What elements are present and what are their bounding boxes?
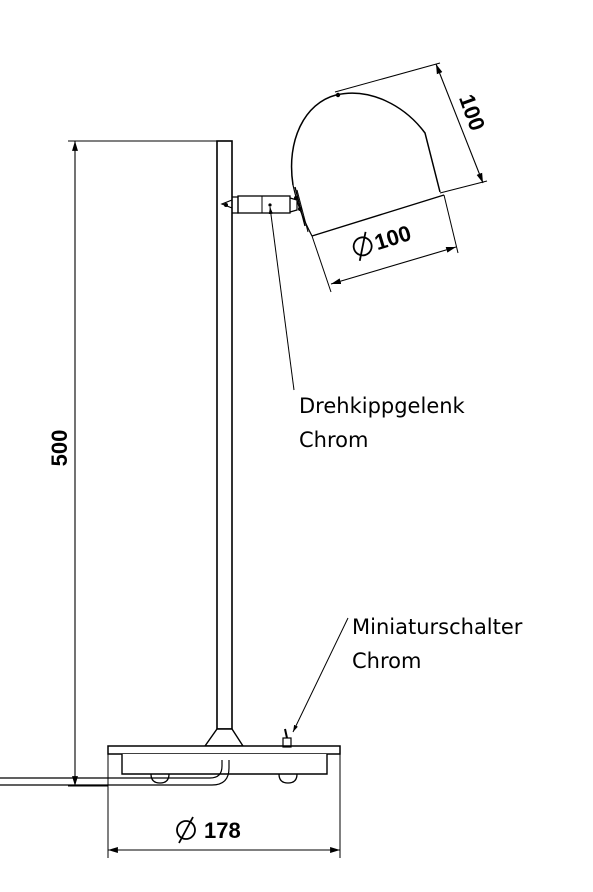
- base-body: [121, 754, 328, 775]
- dimension-shade-diameter-label: 100: [372, 220, 414, 255]
- switch-lever: [284, 728, 288, 739]
- lamp-shade: [290, 92, 445, 237]
- dimension-shade-diameter: 100: [311, 194, 459, 293]
- dimension-height-total-label: 500: [47, 430, 72, 467]
- power-cable: [0, 760, 223, 779]
- lamp-pole: [216, 140, 233, 730]
- lamp-body: [0, 92, 445, 786]
- dimension-shade-height: 100: [334, 62, 490, 194]
- base-foot-right: [278, 773, 298, 784]
- dimension-base-diameter-label: 178: [204, 818, 241, 843]
- diameter-symbol-icon: [176, 816, 196, 844]
- switch-label-line2: Chrom: [352, 649, 421, 673]
- swivel-joint: [220, 195, 298, 214]
- base-plate: [107, 745, 341, 755]
- leader-miniature-switch: Miniaturschalter Chrom: [292, 615, 523, 733]
- joint-label-line2: Chrom: [299, 428, 368, 452]
- dimension-shade-height-label: 100: [454, 91, 490, 134]
- dimension-base-diameter: 178: [107, 754, 341, 858]
- switch-label-line1: Miniaturschalter: [352, 615, 523, 639]
- leader-swivel-joint: Drehkippgelenk Chrom: [268, 206, 466, 452]
- power-cable-lower: [0, 760, 230, 786]
- pole-foot: [203, 728, 245, 747]
- dimension-height-total: 500: [47, 140, 217, 787]
- joint-label-line1: Drehkippgelenk: [299, 394, 466, 418]
- diameter-symbol-icon: [352, 231, 373, 262]
